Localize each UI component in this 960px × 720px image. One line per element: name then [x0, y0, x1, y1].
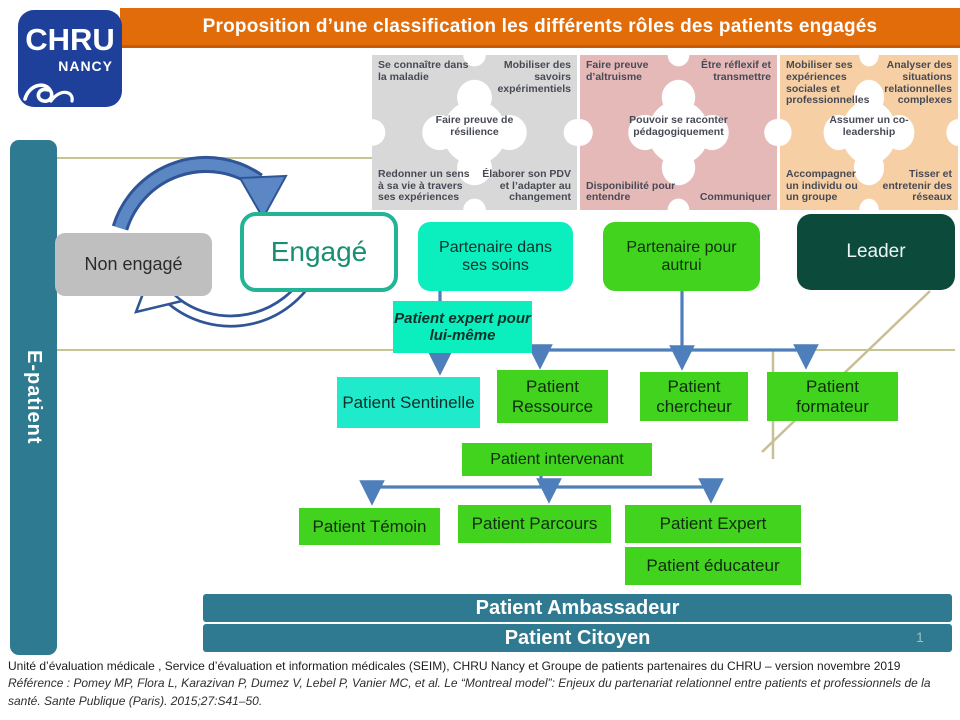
puzzle-piece-icon: [580, 55, 777, 210]
page-number: 1: [916, 629, 924, 645]
guide-line-top: [57, 157, 372, 159]
logo-text-nancy: NANCY: [58, 58, 113, 74]
puzzle-text: Élaborer son PDV et l’adapter au changem…: [482, 167, 571, 204]
box-patient-expert-self: Patient expert pour lui-même: [393, 301, 532, 353]
page-title: Proposition d’une classification les dif…: [202, 15, 878, 37]
box-patient-formateur: Patient formateur: [767, 372, 898, 421]
box-engage: Engagé: [240, 212, 398, 292]
box-leader: Leader: [797, 214, 955, 290]
puzzle-text: Accompagner un individu ou un groupe: [786, 167, 858, 204]
box-non-engage: Non engagé: [55, 233, 212, 296]
puzzle-text: Être réflexif et transmettre: [700, 59, 771, 83]
sidebar-label: E-patient: [23, 350, 45, 445]
puzzle-text: Assumer un co-leadership: [829, 114, 909, 139]
box-patient-expert: Patient Expert: [625, 505, 801, 543]
box-partenaire-soins: Partenaire dans ses soins: [418, 222, 573, 291]
box-patient-chercheur: Patient chercheur: [640, 372, 748, 421]
logo-text-chru: CHRU: [25, 22, 115, 57]
puzzle-card-autrui: Faire preuve d’altruisme Être réflexif e…: [580, 55, 777, 210]
box-patient-intervenant: Patient intervenant: [462, 443, 652, 476]
puzzle-piece-icon: [780, 55, 958, 210]
title-banner: Proposition d’une classification les dif…: [120, 8, 960, 48]
puzzle-card-engage: Se connaître dans la maladie Mobiliser d…: [372, 55, 577, 210]
puzzle-piece-icon: [372, 55, 577, 210]
puzzle-text: Mobiliser des savoirs expérimentiels: [497, 59, 571, 95]
puzzle-text: Faire preuve d’altruisme: [586, 59, 649, 83]
bar-patient-ambassadeur: Patient Ambassadeur: [203, 594, 952, 622]
bar-patient-citoyen: Patient Citoyen: [203, 624, 952, 652]
puzzle-text: Disponibilité pour entendre: [586, 179, 676, 204]
footer-credit: Unité d’évaluation médicale , Service d’…: [8, 659, 901, 673]
box-partenaire-autrui: Partenaire pour autrui: [603, 222, 760, 291]
box-patient-educateur: Patient éducateur: [625, 547, 801, 585]
puzzle-text: Tisser et entretenir des réseaux: [882, 167, 952, 204]
chru-nancy-logo: CHRU NANCY: [18, 10, 122, 107]
box-patient-parcours: Patient Parcours: [458, 505, 611, 543]
footer-reference-line1: Référence : Pomey MP, Flora L, Karazivan…: [8, 676, 931, 691]
puzzle-text: Pouvoir se raconter pédagogiquement: [629, 114, 728, 139]
sidebar-e-patient: E-patient: [10, 140, 57, 655]
footer: Unité d’évaluation médicale , Service d’…: [8, 658, 954, 710]
puzzle-text: Communiquer: [699, 191, 771, 204]
puzzle-card-leader: Mobiliser ses expériences sociales et pr…: [780, 55, 958, 210]
logo-swirl-icon: [23, 83, 74, 103]
puzzle-text: Se connaître dans la maladie: [378, 59, 469, 83]
box-patient-ressource: Patient Ressource: [497, 370, 608, 423]
puzzle-text: Faire preuve de résilience: [435, 114, 514, 139]
footer-reference-line2: santé. Sante Publique (Paris). 2015;27:S…: [8, 693, 263, 708]
puzzle-text: Mobiliser ses expériences sociales et pr…: [786, 59, 870, 107]
box-patient-sentinelle: Patient Sentinelle: [337, 377, 480, 428]
puzzle-text: Analyser des situations relationnelles c…: [884, 59, 952, 107]
puzzle-text: Redonner un sens à sa vie à travers ses …: [378, 167, 470, 204]
box-patient-temoin: Patient Témoin: [299, 508, 440, 545]
